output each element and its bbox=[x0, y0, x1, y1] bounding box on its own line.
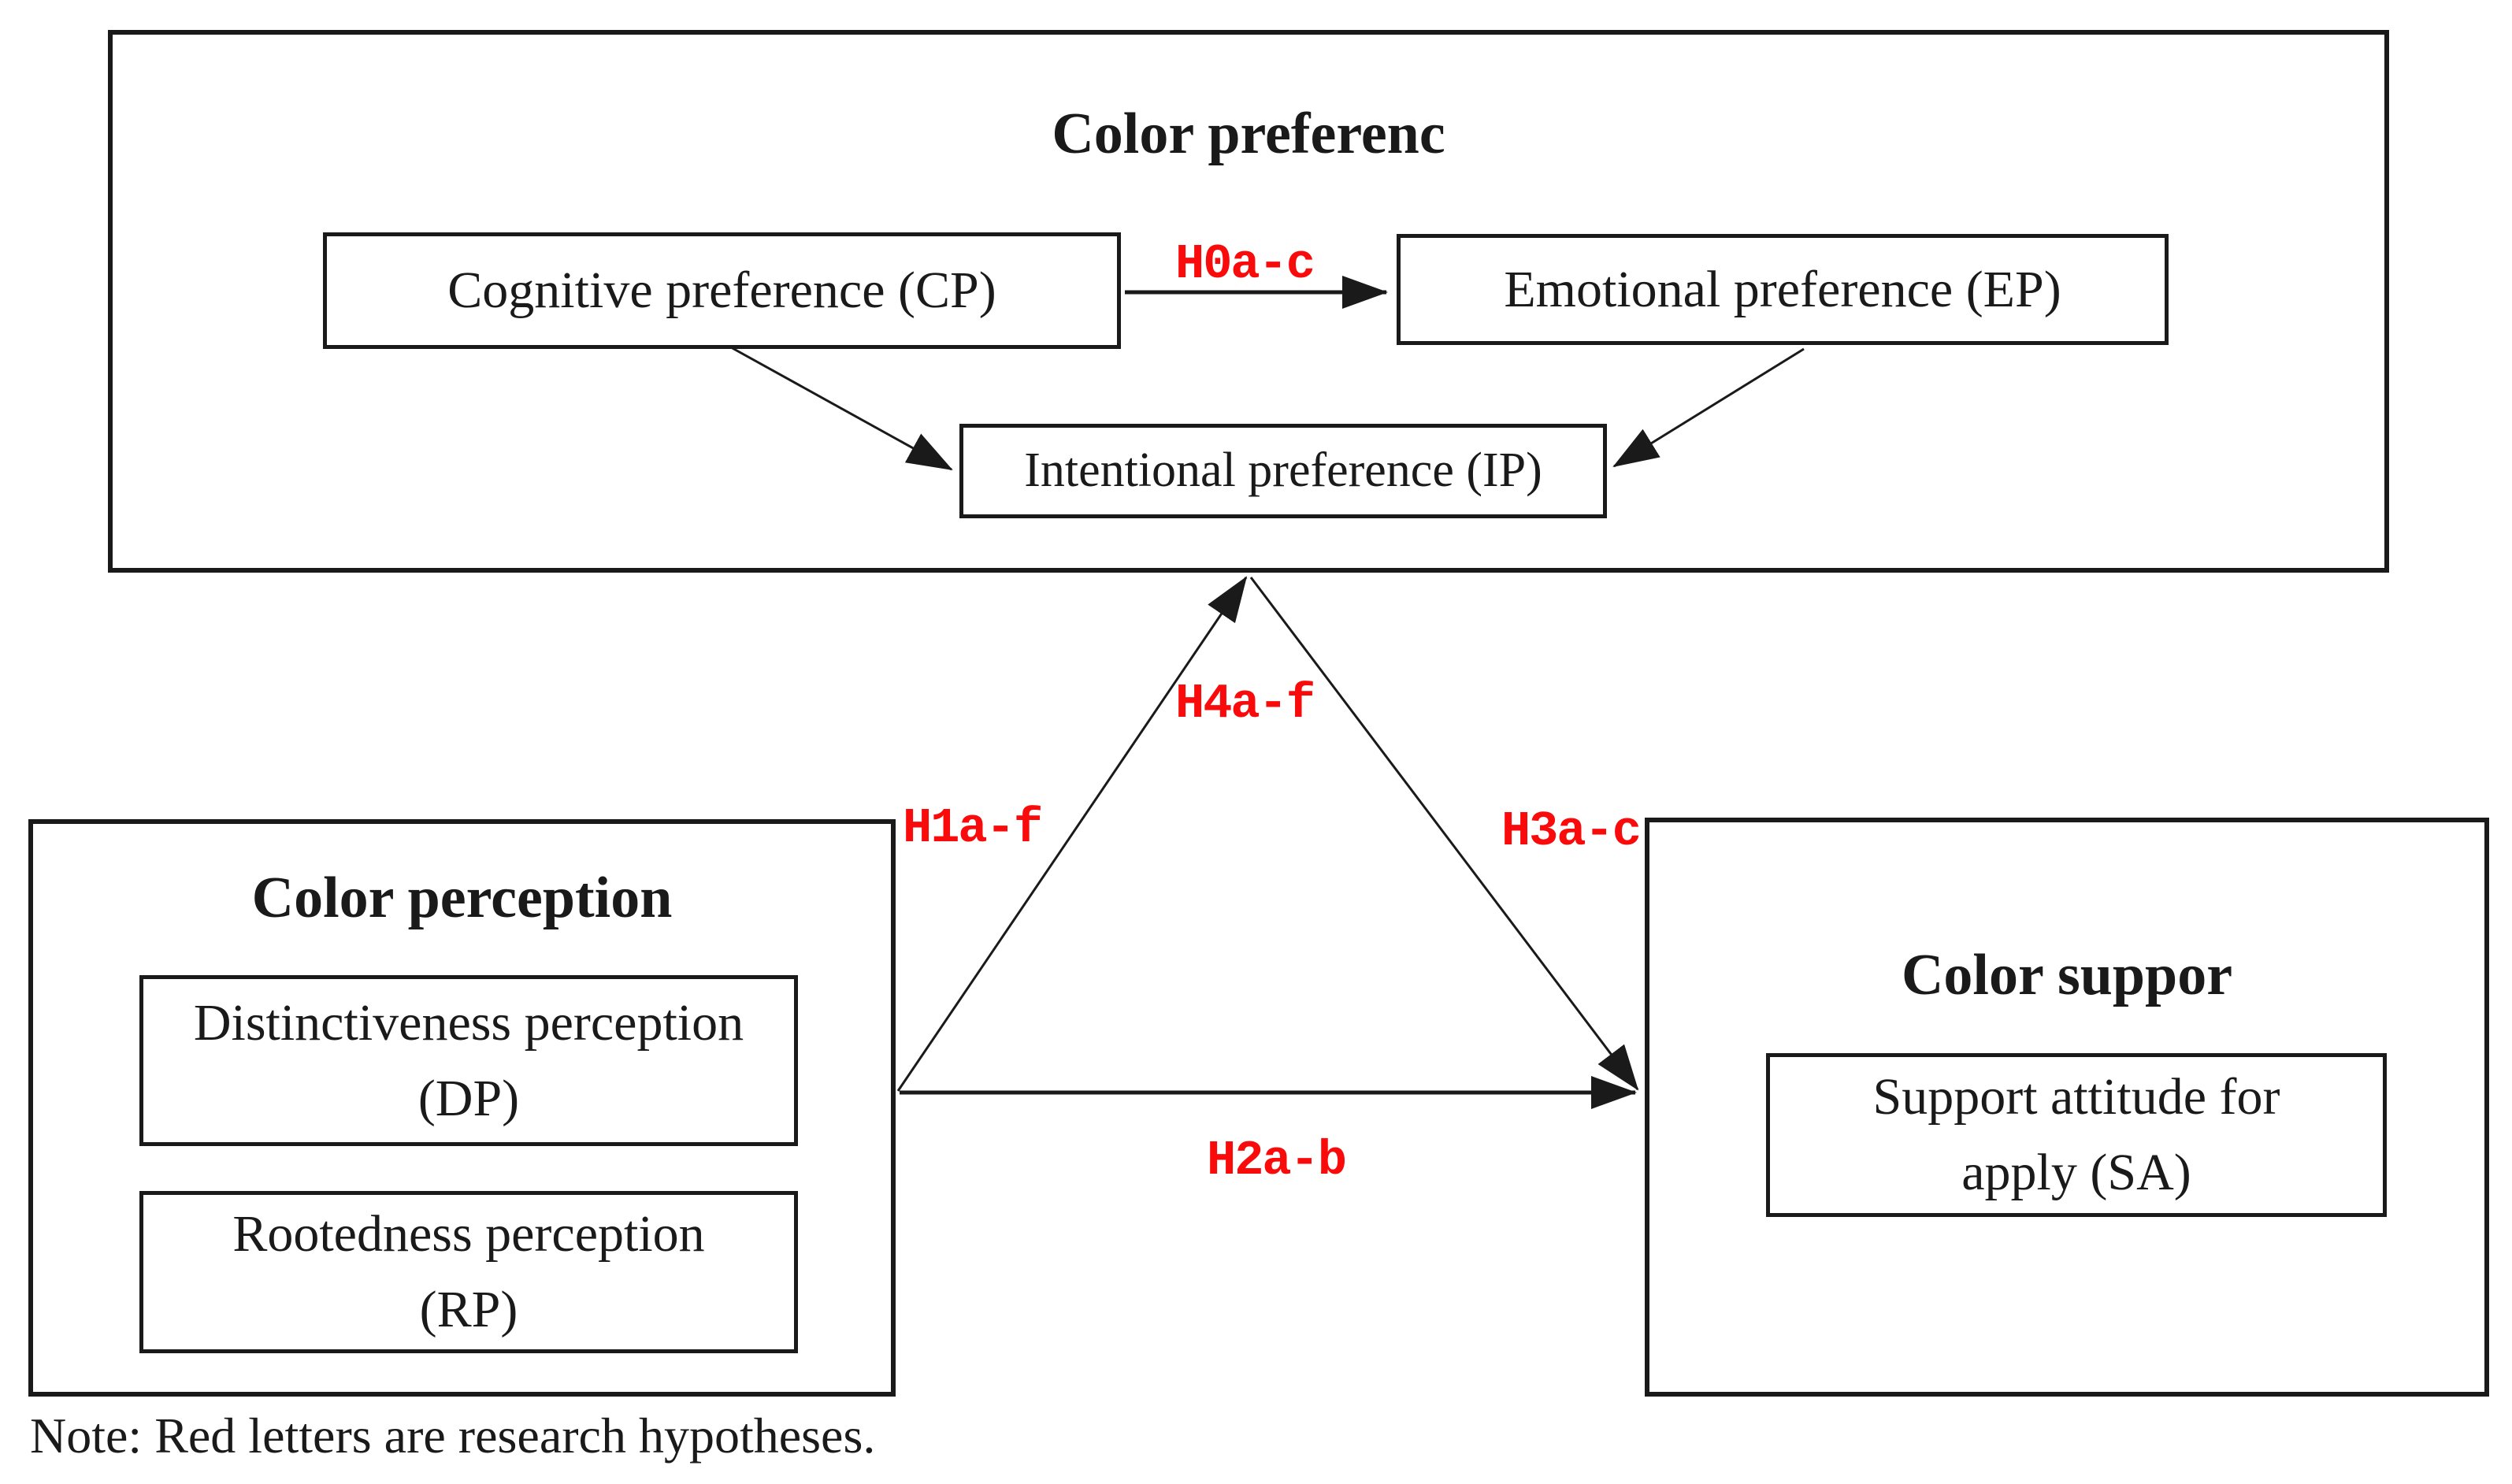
hypothesis-label-h2: H2a-b bbox=[1206, 1133, 1347, 1189]
figure-note: Note: Red letters are research hypothese… bbox=[30, 1408, 876, 1464]
support-attitude-box: Support attitude for apply (SA) bbox=[1766, 1053, 2387, 1217]
hypothesis-label-h4: H4a-f bbox=[1174, 676, 1315, 732]
hypothesis-label-h1: H1a-f bbox=[903, 800, 1043, 856]
color-support-group-box bbox=[1645, 818, 2489, 1397]
emotional-preference-box: Emotional preference (EP) bbox=[1397, 234, 2169, 345]
color-perception-group-box bbox=[28, 819, 896, 1397]
color-preference-group-box bbox=[108, 30, 2389, 573]
distinctiveness-perception-box: Distinctiveness perception (DP) bbox=[139, 975, 798, 1146]
intentional-preference-box: Intentional preference (IP) bbox=[959, 424, 1607, 518]
cognitive-preference-box: Cognitive preference (CP) bbox=[323, 232, 1121, 349]
hypothesis-label-h0: H0a-c bbox=[1174, 236, 1315, 292]
color-preference-title: Color preferenc bbox=[1052, 102, 1445, 166]
color-support-title: Color suppor bbox=[1901, 943, 2233, 1007]
rootedness-perception-box: Rootedness perception (RP) bbox=[139, 1191, 798, 1353]
color-perception-title: Color perception bbox=[251, 866, 673, 930]
hypothesis-label-h3: H3a-c bbox=[1501, 803, 1642, 859]
